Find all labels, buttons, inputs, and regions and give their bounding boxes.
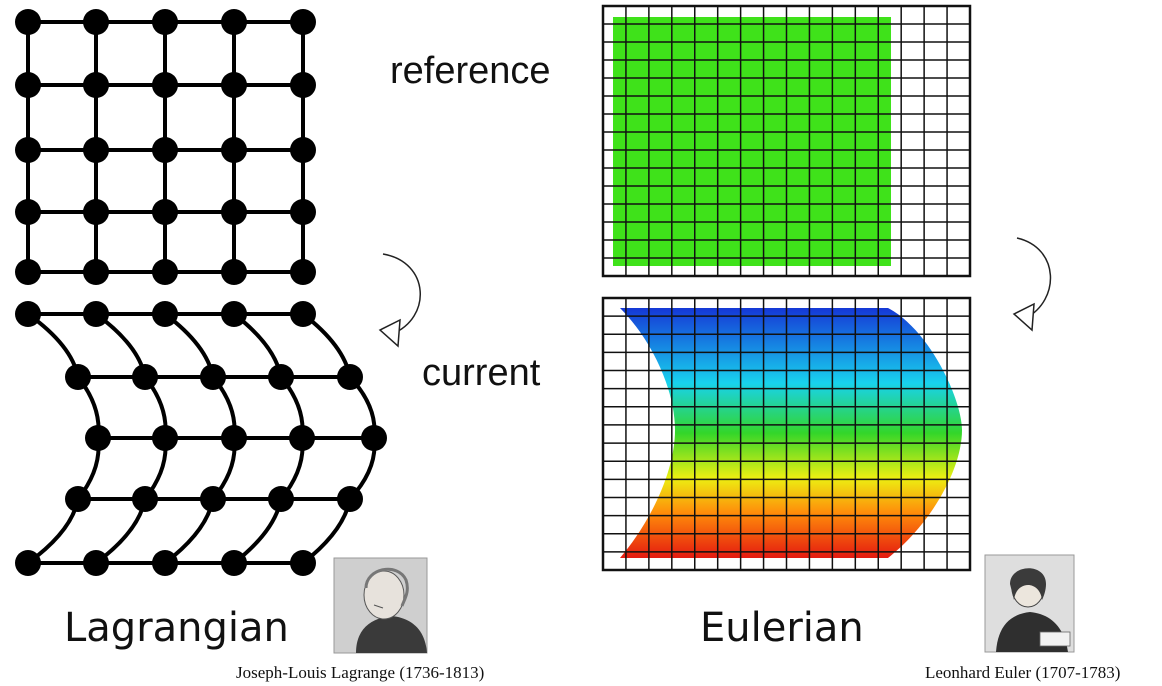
mesh-node bbox=[152, 199, 178, 225]
mesh-node bbox=[83, 301, 109, 327]
eulerian-label: Eulerian bbox=[700, 605, 864, 651]
mesh-node bbox=[221, 259, 247, 285]
eulerian-reference-mesh bbox=[601, 4, 972, 278]
mesh-node bbox=[152, 301, 178, 327]
mesh-node bbox=[290, 301, 316, 327]
reference-body bbox=[613, 17, 891, 266]
mesh-node bbox=[152, 72, 178, 98]
lagrange-caption: Joseph-Louis Lagrange (1736-1813) bbox=[236, 663, 485, 682]
mesh-node bbox=[289, 425, 315, 451]
mesh-node bbox=[290, 72, 316, 98]
mesh-node bbox=[221, 199, 247, 225]
mesh-node bbox=[290, 199, 316, 225]
mesh-node bbox=[15, 259, 41, 285]
eulerian-current-mesh bbox=[601, 296, 972, 572]
mesh-node bbox=[221, 137, 247, 163]
eulerian-current-grid bbox=[601, 296, 972, 572]
mesh-node bbox=[83, 550, 109, 576]
mesh-node bbox=[152, 550, 178, 576]
mesh-node bbox=[290, 137, 316, 163]
mesh-node bbox=[15, 301, 41, 327]
mesh-node bbox=[152, 259, 178, 285]
mesh-node bbox=[15, 9, 41, 35]
mesh-node bbox=[85, 425, 111, 451]
euler-caption: Leonhard Euler (1707-1783) bbox=[925, 663, 1121, 682]
mesh-node bbox=[132, 364, 158, 390]
mesh-node bbox=[152, 9, 178, 35]
mesh-node bbox=[83, 137, 109, 163]
mesh-node bbox=[337, 364, 363, 390]
mesh-node bbox=[268, 364, 294, 390]
mesh-node bbox=[361, 425, 387, 451]
lagrange-portrait-icon bbox=[333, 557, 428, 654]
current-label: current bbox=[422, 352, 541, 394]
mesh-node bbox=[83, 9, 109, 35]
mesh-node bbox=[221, 550, 247, 576]
mesh-node bbox=[221, 72, 247, 98]
reference-label: reference bbox=[390, 50, 551, 92]
mesh-node bbox=[15, 72, 41, 98]
mesh-node bbox=[83, 259, 109, 285]
mesh-node bbox=[15, 550, 41, 576]
lagrangian-label: Lagrangian bbox=[64, 605, 289, 651]
mesh-node bbox=[15, 199, 41, 225]
mesh-node bbox=[221, 9, 247, 35]
mesh-node bbox=[65, 364, 91, 390]
mesh-node bbox=[200, 364, 226, 390]
lagrangian-current-mesh bbox=[15, 301, 387, 576]
mesh-node bbox=[290, 259, 316, 285]
mesh-node bbox=[65, 486, 91, 512]
eulerian-reference-grid bbox=[601, 4, 972, 278]
mesh-node bbox=[83, 199, 109, 225]
mesh-node bbox=[268, 486, 294, 512]
mesh-node bbox=[221, 301, 247, 327]
lagrangian-reference-mesh bbox=[15, 9, 316, 285]
mesh-node bbox=[132, 486, 158, 512]
mesh-node bbox=[290, 550, 316, 576]
mesh-node bbox=[290, 9, 316, 35]
curved-arrow-icon bbox=[1012, 233, 1055, 332]
euler-portrait-icon bbox=[984, 554, 1075, 653]
curved-arrow-icon bbox=[378, 249, 425, 348]
mesh-node bbox=[152, 425, 178, 451]
mesh-node bbox=[200, 486, 226, 512]
mesh-node bbox=[83, 72, 109, 98]
mesh-node bbox=[15, 137, 41, 163]
mesh-node bbox=[152, 137, 178, 163]
mesh-node bbox=[221, 425, 247, 451]
mesh-node bbox=[337, 486, 363, 512]
